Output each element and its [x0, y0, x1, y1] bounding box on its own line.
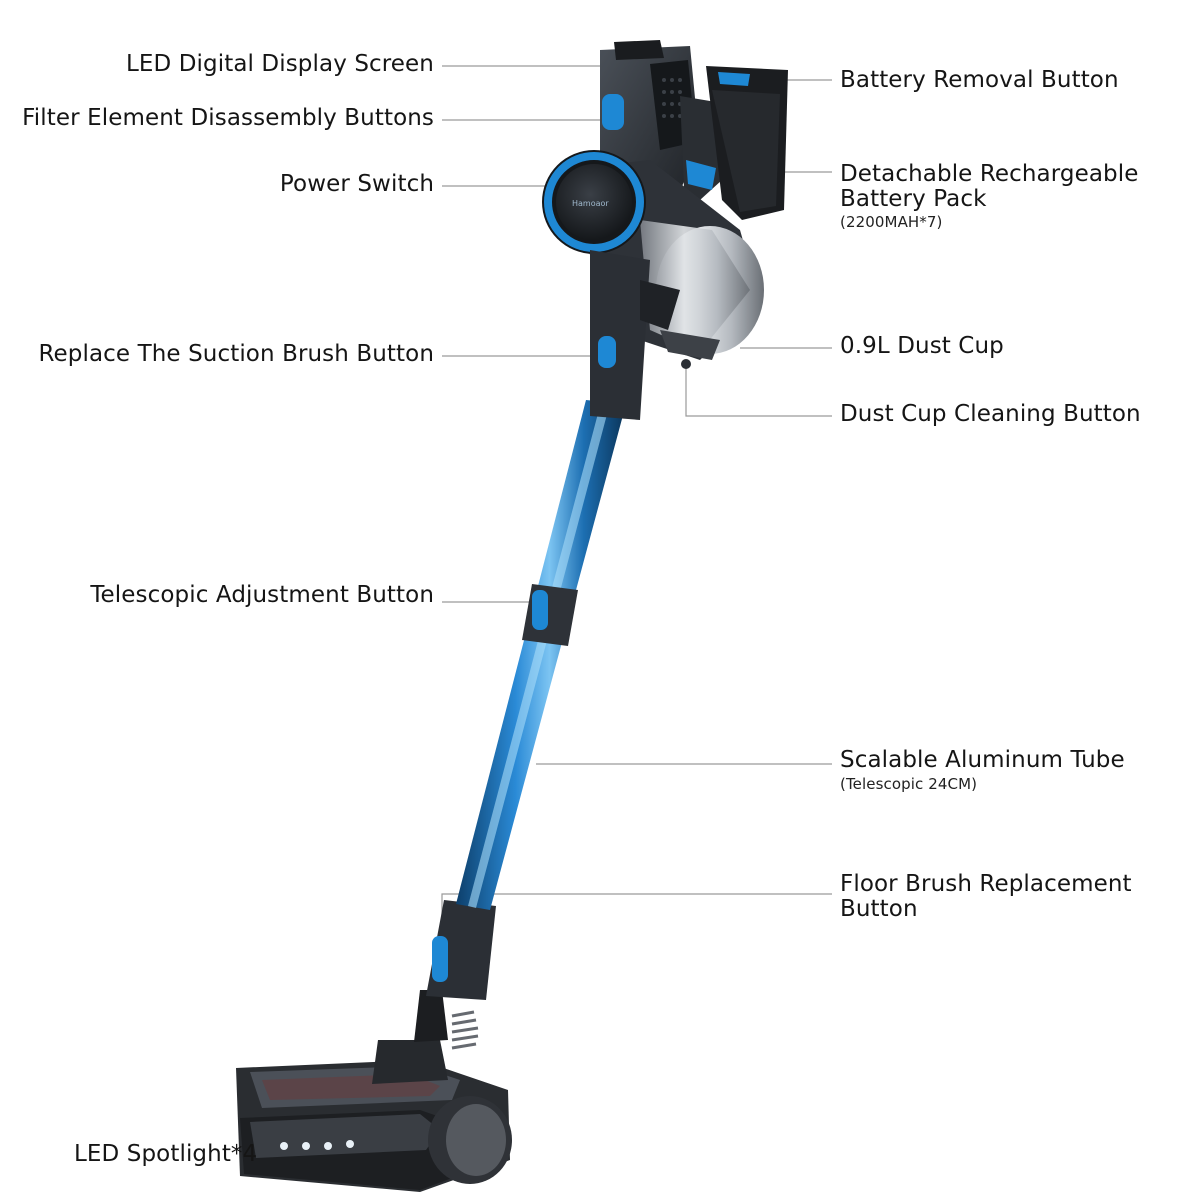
label-dust-cup-cleaning: Dust Cup Cleaning Button	[840, 401, 1141, 427]
label-replace-suction: Replace The Suction Brush Button	[38, 341, 434, 367]
label-aluminum-tube: Scalable Aluminum Tube	[840, 747, 1125, 773]
label-led-display: LED Digital Display Screen	[125, 51, 434, 77]
telescopic-joint	[522, 584, 578, 646]
lower-connector	[426, 900, 496, 1000]
leader-floor-brush	[441, 893, 832, 940]
aluminum-tube	[456, 400, 626, 910]
label-floor-brush: Floor Brush Replacement Button	[840, 871, 1132, 922]
label-battery-pack-sub: (2200MAH*7)	[840, 213, 943, 231]
vacuum-body: Hamoaor	[542, 40, 788, 420]
floor-brush-head	[236, 990, 512, 1192]
label-group-aluminum-tube: Scalable Aluminum Tube (Telescopic 24CM)	[840, 748, 1125, 793]
leader-dust-cup-cleaning	[685, 366, 832, 417]
label-battery-removal: Battery Removal Button	[840, 67, 1119, 93]
svg-text:Hamoaor: Hamoaor	[572, 199, 609, 208]
label-battery-pack: Detachable Rechargeable Battery Pack	[840, 161, 1139, 212]
label-group-battery-pack: Detachable Rechargeable Battery Pack (22…	[840, 162, 1170, 231]
label-dust-cup: 0.9L Dust Cup	[840, 333, 1004, 359]
label-power-switch: Power Switch	[279, 171, 434, 197]
label-aluminum-tube-sub: (Telescopic 24CM)	[840, 775, 978, 793]
label-filter-buttons: Filter Element Disassembly Buttons	[22, 105, 434, 131]
label-telescopic-button: Telescopic Adjustment Button	[90, 582, 434, 608]
label-led-spotlight: LED Spotlight*4	[74, 1141, 258, 1167]
